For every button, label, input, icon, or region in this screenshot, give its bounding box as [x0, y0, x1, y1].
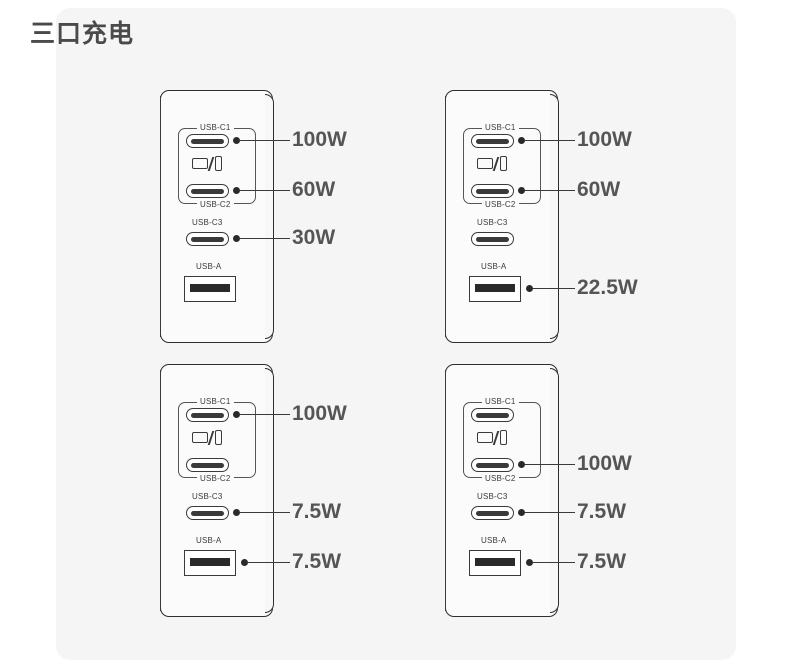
callout-dot-c2 — [518, 461, 525, 468]
callout-line-c1 — [240, 140, 290, 141]
usb-a-label: USB-A — [196, 262, 222, 271]
usb-c2-port-icon — [186, 458, 229, 472]
callout-dot-c1 — [233, 411, 240, 418]
usb-c3-label: USB-C3 — [477, 492, 508, 501]
usb-c1-port-icon — [186, 134, 229, 148]
callout-text-c2: 100W — [577, 452, 632, 475]
usb-a-label: USB-A — [481, 262, 507, 271]
laptop-icon — [477, 158, 493, 169]
callout-line-c2 — [240, 190, 290, 191]
charger-body-left-edge — [160, 370, 165, 611]
callout-text-c2: 60W — [292, 178, 336, 201]
callout-line-c2 — [525, 190, 575, 191]
charger-body-side — [550, 368, 559, 613]
charger-diagram-mode-1: USB-C1 USB-C2 USB-C3 USB-A 100W 60W 30W — [100, 84, 400, 354]
callout-line-c2 — [525, 464, 575, 465]
usb-a-label: USB-A — [481, 536, 507, 545]
charger-diagram-mode-2: USB-C1 USB-C2 USB-C3 USB-A 100W 60W 22.5… — [385, 84, 685, 354]
callout-text-c3: 7.5W — [577, 500, 627, 523]
laptop-icon — [192, 158, 208, 169]
usb-c3-port-icon — [471, 506, 514, 520]
laptop-icon — [477, 432, 493, 443]
charger-body-side — [265, 94, 274, 339]
charger-body-left-edge — [160, 96, 165, 337]
usb-c1-label: USB-C1 — [482, 397, 519, 406]
callout-dot-a — [526, 285, 533, 292]
callout-dot-c3 — [518, 509, 525, 516]
usb-c1-label: USB-C1 — [197, 397, 234, 406]
laptop-icon — [192, 432, 208, 443]
usb-c3-label: USB-C3 — [192, 218, 223, 227]
callout-line-c3 — [240, 238, 290, 239]
charger-body-left-edge — [445, 370, 450, 611]
callout-text-c1: 100W — [577, 128, 632, 151]
usb-a-label: USB-A — [196, 536, 222, 545]
callout-line-c3 — [240, 512, 290, 513]
callout-text-c1: 100W — [292, 128, 347, 151]
callout-text-c3: 7.5W — [292, 500, 342, 523]
callout-dot-c1 — [233, 137, 240, 144]
callout-dot-c1 — [518, 137, 525, 144]
usb-c2-label: USB-C2 — [482, 200, 519, 209]
usb-c1-port-icon — [471, 408, 514, 422]
phone-icon — [215, 430, 222, 445]
laptop-phone-icon — [192, 430, 224, 446]
usb-c3-label: USB-C3 — [477, 218, 508, 227]
slash-icon — [492, 157, 500, 171]
usb-c2-label: USB-C2 — [197, 474, 234, 483]
callout-dot-a — [526, 559, 533, 566]
callout-text-c3: 30W — [292, 226, 336, 249]
usb-c2-port-icon — [186, 184, 229, 198]
callout-line-a — [248, 562, 290, 563]
slash-icon — [207, 157, 215, 171]
usb-c2-port-icon — [471, 184, 514, 198]
phone-icon — [500, 430, 507, 445]
laptop-phone-icon — [477, 430, 509, 446]
callout-dot-c3 — [233, 509, 240, 516]
laptop-phone-icon — [192, 156, 224, 172]
callout-text-a: 22.5W — [577, 276, 638, 299]
phone-icon — [500, 156, 507, 171]
callout-line-c1 — [525, 140, 575, 141]
slash-icon — [207, 431, 215, 445]
callout-text-a: 7.5W — [577, 550, 627, 573]
phone-icon — [215, 156, 222, 171]
charger-body-side — [550, 94, 559, 339]
usb-a-port-icon — [469, 550, 521, 576]
callout-dot-c3 — [233, 235, 240, 242]
charger-body-side — [265, 368, 274, 613]
usb-c1-port-icon — [471, 134, 514, 148]
callout-text-a: 7.5W — [292, 550, 342, 573]
usb-a-port-icon — [469, 276, 521, 302]
usb-c2-port-icon — [471, 458, 514, 472]
callout-text-c1: 100W — [292, 402, 347, 425]
usb-c2-label: USB-C2 — [482, 474, 519, 483]
charger-diagram-mode-4: USB-C1 USB-C2 USB-C3 USB-A 100W 7.5W 7.5… — [385, 358, 685, 628]
usb-c3-port-icon — [186, 506, 229, 520]
usb-c3-port-icon — [186, 232, 229, 246]
usb-c3-label: USB-C3 — [192, 492, 223, 501]
laptop-phone-icon — [477, 156, 509, 172]
usb-c1-label: USB-C1 — [197, 123, 234, 132]
callout-dot-a — [241, 559, 248, 566]
callout-text-c2: 60W — [577, 178, 621, 201]
usb-c3-port-icon — [471, 232, 514, 246]
page-title: 三口充电 — [30, 20, 135, 48]
callout-line-c3 — [525, 512, 575, 513]
callout-dot-c2 — [518, 187, 525, 194]
usb-a-port-icon — [184, 276, 236, 302]
charger-diagram-mode-3: USB-C1 USB-C2 USB-C3 USB-A 100W 7.5W 7.5… — [100, 358, 400, 628]
callout-dot-c2 — [233, 187, 240, 194]
callout-line-c1 — [240, 414, 290, 415]
slash-icon — [492, 431, 500, 445]
callout-line-a — [533, 288, 575, 289]
usb-c2-label: USB-C2 — [197, 200, 234, 209]
usb-a-port-icon — [184, 550, 236, 576]
callout-line-a — [533, 562, 575, 563]
usb-c1-port-icon — [186, 408, 229, 422]
usb-c1-label: USB-C1 — [482, 123, 519, 132]
charger-body-left-edge — [445, 96, 450, 337]
